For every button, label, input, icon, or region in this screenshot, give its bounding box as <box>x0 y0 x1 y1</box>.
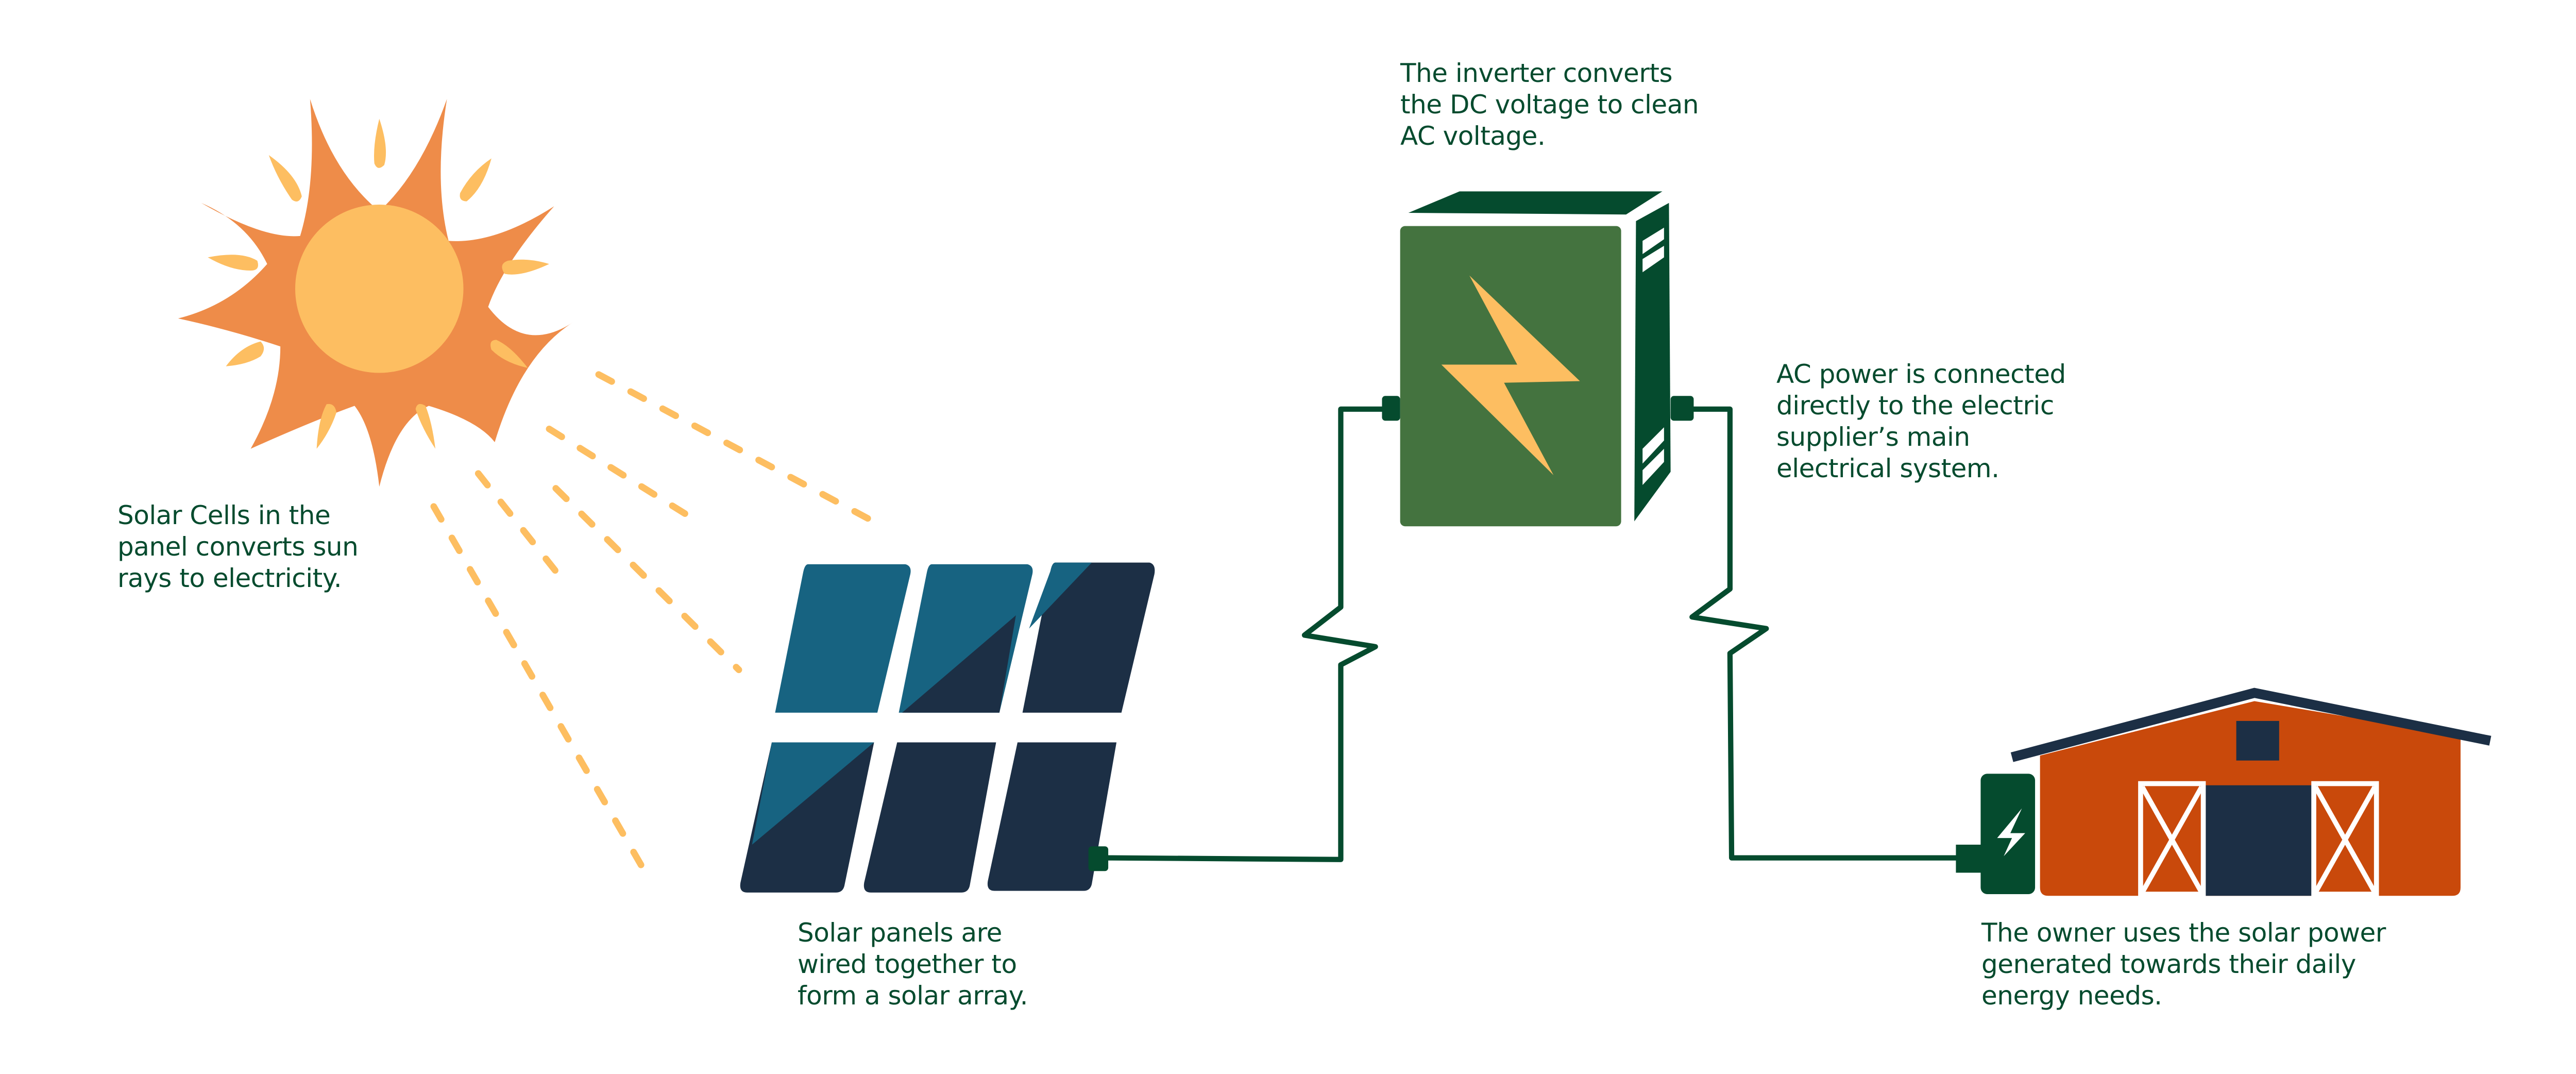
light-ray <box>546 425 693 520</box>
sun <box>178 99 574 487</box>
caption-line: energy needs. <box>1981 981 2162 1011</box>
barn-roof <box>2010 687 2492 762</box>
sun-flame-rays <box>208 119 549 449</box>
solar-panel <box>740 742 874 893</box>
caption-grid: AC power is connected directly to the el… <box>1776 359 2066 484</box>
solar-panel <box>863 742 996 893</box>
vent-slot <box>1642 448 1664 485</box>
caption-line: supplier’s main <box>1776 422 1970 452</box>
sun-flame <box>374 119 386 168</box>
sun-light-rays <box>430 371 889 878</box>
solar-panel <box>987 742 1117 891</box>
inverter-input-port <box>1382 396 1400 421</box>
solar-panel <box>1022 562 1155 713</box>
sun-flame <box>502 259 549 275</box>
barn-door-left <box>2138 781 2206 897</box>
sun-flame <box>268 155 302 202</box>
vent-slot <box>1642 246 1664 273</box>
caption-line: generated towards their daily <box>1981 949 2356 979</box>
barn-door-right <box>2311 781 2379 897</box>
caption-line: form a solar array. <box>798 981 1028 1011</box>
caption-line: Solar Cells in the <box>117 500 331 530</box>
sun-flame <box>415 404 436 449</box>
caption-sun: Solar Cells in the panel converts sun ra… <box>117 500 359 594</box>
dc-wire <box>1105 406 1388 862</box>
light-ray <box>430 503 650 878</box>
home <box>1956 687 2492 897</box>
caption-inverter: The inverter converts the DC voltage to … <box>1400 58 1699 152</box>
light-ray <box>474 470 564 581</box>
wires <box>1105 406 1960 862</box>
caption-line: Solar panels are <box>798 918 1002 948</box>
caption-line: wired together to <box>798 949 1017 979</box>
sun-flame <box>226 341 264 366</box>
inverter <box>1382 191 1694 527</box>
caption-line: panel converts sun <box>117 532 359 562</box>
caption-line: The inverter converts <box>1400 58 1673 88</box>
sun-flame <box>208 255 258 271</box>
meter-plug <box>1956 844 1986 873</box>
light-ray <box>552 485 742 674</box>
solar-panel <box>899 564 1033 713</box>
loft-window <box>2236 720 2279 761</box>
caption-line: rays to electricity. <box>117 563 342 593</box>
sun-flame <box>490 340 528 368</box>
sun-flame <box>316 404 337 449</box>
barn-door-opening <box>2205 785 2312 896</box>
caption-panels: Solar panels are wired together to form … <box>798 917 1028 1012</box>
caption-line: electrical system. <box>1776 454 1999 483</box>
ac-wire <box>1687 406 1960 861</box>
caption-home: The owner uses the solar power generated… <box>1981 917 2386 1012</box>
inverter-output-port <box>1670 396 1694 421</box>
vent-slot <box>1642 227 1664 255</box>
sun-core <box>295 204 464 373</box>
caption-line: the DC voltage to clean <box>1400 90 1699 120</box>
lightning-bolt-icon <box>1997 808 2025 857</box>
inverter-top <box>1408 191 1663 215</box>
vent-slot <box>1642 427 1664 464</box>
inverter-vents <box>1642 227 1664 485</box>
caption-line: AC power is connected <box>1776 359 2066 389</box>
caption-line: AC voltage. <box>1400 121 1546 151</box>
solar-panel <box>775 564 911 713</box>
light-ray <box>595 371 889 531</box>
caption-line: The owner uses the solar power <box>1981 918 2386 948</box>
panel-connector <box>1088 846 1109 871</box>
sun-flame <box>460 158 492 202</box>
solar-panel-array <box>740 562 1155 893</box>
caption-line: directly to the electric <box>1776 391 2054 421</box>
lightning-bolt-icon <box>1441 275 1580 475</box>
